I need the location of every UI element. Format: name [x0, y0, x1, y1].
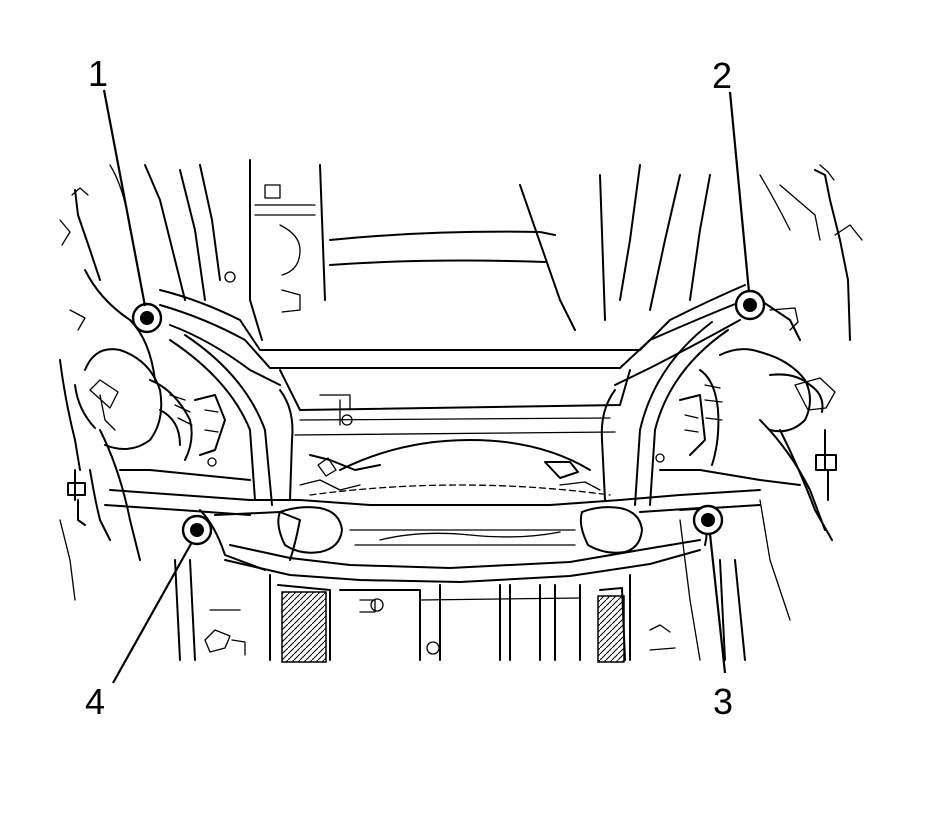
center-housing	[299, 439, 611, 496]
left-suspension-assembly	[59, 187, 251, 601]
callout-1: 1	[88, 53, 108, 94]
crossmember-lower-beam	[104, 489, 761, 583]
bolt-4	[181, 514, 213, 546]
leader-line-4	[112, 541, 193, 684]
callout-4: 4	[85, 681, 105, 722]
leader-line-3	[708, 533, 727, 674]
leader-line-1	[102, 89, 147, 307]
crossmember-side-legs	[169, 321, 729, 506]
callout-3: 3	[713, 681, 733, 722]
bolt-3	[692, 504, 724, 536]
vehicle-body-structure	[109, 159, 821, 341]
bolt-1	[131, 302, 163, 334]
bolt-2	[734, 289, 766, 321]
crossmember-upper-beam	[159, 284, 746, 436]
leader-line-2	[728, 91, 751, 293]
callout-2: 2	[712, 55, 732, 96]
right-suspension-assembly	[655, 164, 863, 661]
lower-panels	[174, 559, 746, 663]
